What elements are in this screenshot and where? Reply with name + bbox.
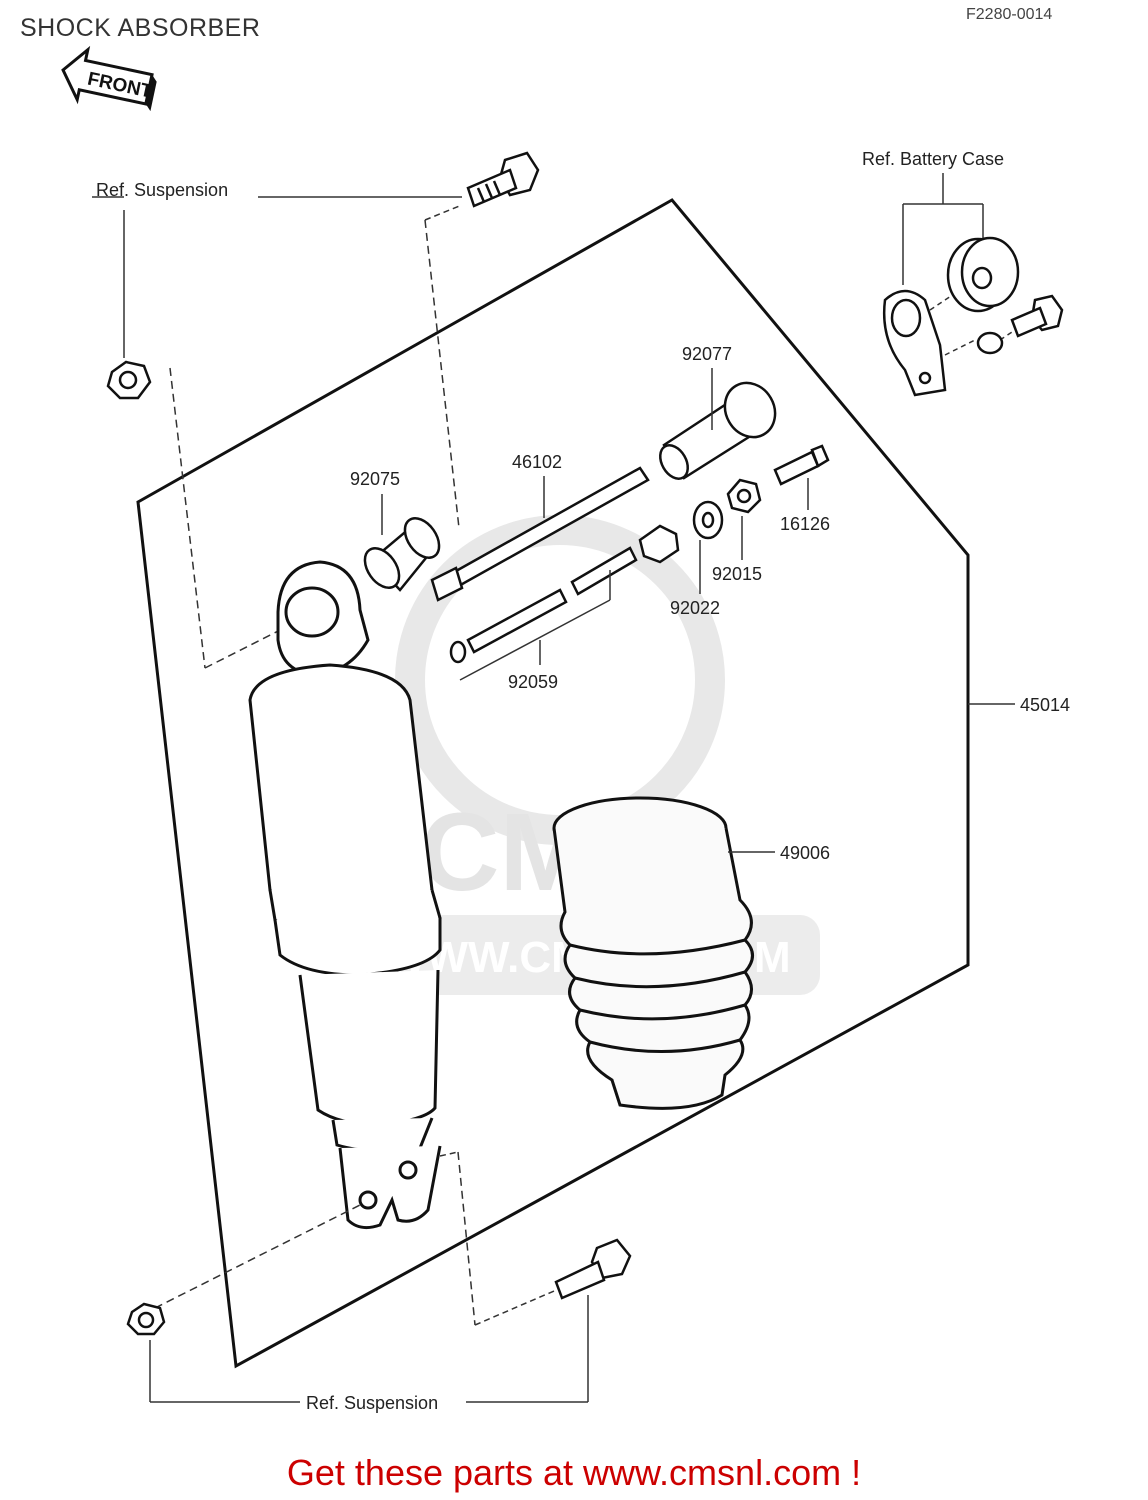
part-92059-label: 92059 [508,672,558,692]
part-92015-icon [726,478,762,514]
footer-cta[interactable]: Get these parts at www.cmsnl.com ! [286,1452,862,1493]
battery-bolt-icon [976,294,1064,355]
ref-suspension-bottom-label: Ref. Suspension [306,1393,438,1413]
ref-suspension-bottom-leader [149,1151,589,1403]
shock-absorber-icon [248,560,442,1230]
part-46102-label: 46102 [512,452,562,472]
lower-nut-icon [126,1302,166,1336]
ref-suspension-top [92,196,463,669]
part-92015-label: 92015 [712,564,762,584]
battery-bracket-icon [883,289,947,397]
assembly-outline [136,198,970,1369]
ref-suspension-top-label: Ref. Suspension [96,180,228,200]
part-92075-icon [363,517,441,592]
part-92075-label: 92075 [350,469,400,489]
part-92059-icon [449,524,680,664]
part-45014-label: 45014 [1020,695,1070,715]
page-title: SHOCK ABSORBER [20,14,261,42]
part-49006-label: 49006 [780,843,830,863]
front-arrow-icon: FRONT [61,45,157,112]
part-92022-label: 92022 [670,598,720,618]
part-92077-icon [659,381,777,480]
parts-diagram: CMS WWW.CMSNL.COM FRONT Ref. Suspension … [61,45,1070,1413]
rubber-grommet-icon [946,236,1020,313]
part-16126-label: 16126 [780,514,830,534]
part-46102-icon [430,466,650,602]
ref-battery-case-label: Ref. Battery Case [862,149,1004,169]
figure-code: F2280-0014 [966,6,1053,23]
part-92077-label: 92077 [682,344,732,364]
lower-bolt-icon [554,1238,632,1300]
part-16126-icon [773,444,830,486]
part-49006-boot-icon [552,796,754,1110]
top-bolt-icon [466,151,540,208]
part-92022-icon [692,500,724,540]
upper-nut-icon [106,360,152,400]
